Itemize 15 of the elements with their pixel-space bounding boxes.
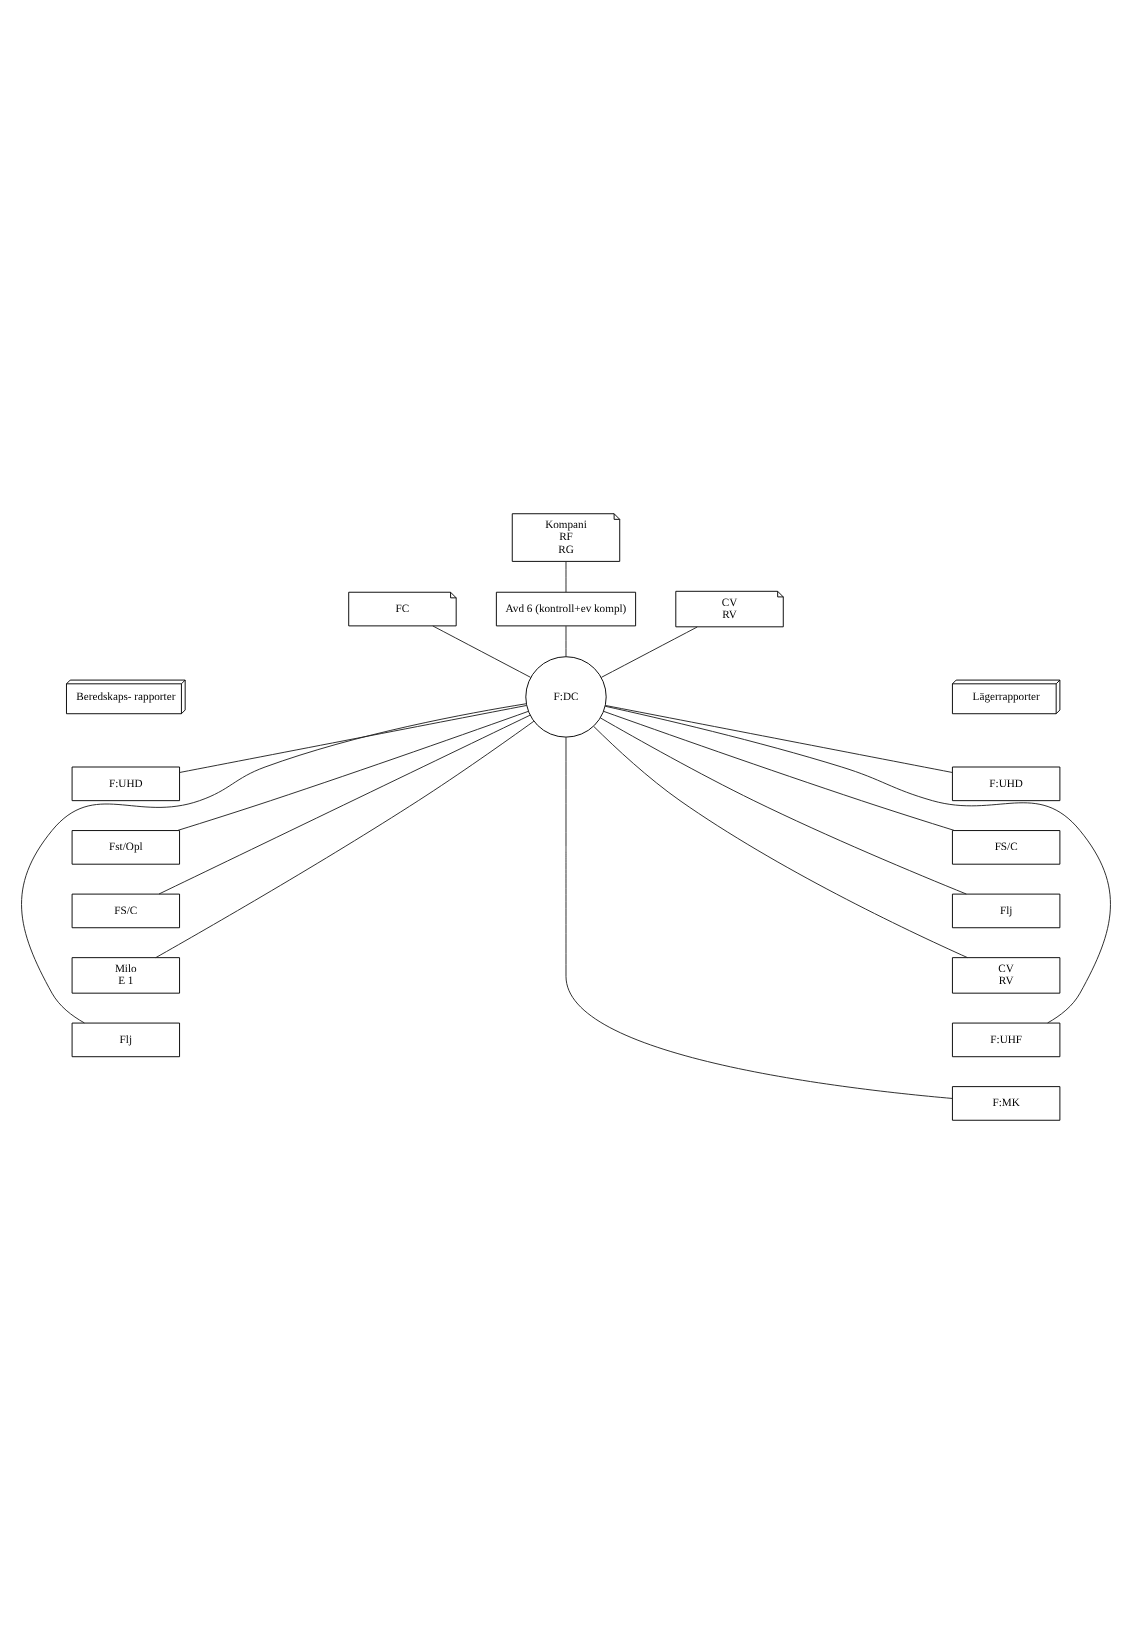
connector [565,736,953,1099]
connector [21,703,527,1024]
connector [158,714,531,895]
connector [603,710,955,831]
connector [179,705,527,773]
connector [593,726,968,959]
connector [600,717,967,895]
connector [600,626,698,678]
connector [432,625,532,678]
connector [565,625,567,658]
connector [604,705,1111,1024]
connector [155,720,535,959]
connector [605,705,953,773]
connector [177,710,529,831]
connector [565,561,567,593]
